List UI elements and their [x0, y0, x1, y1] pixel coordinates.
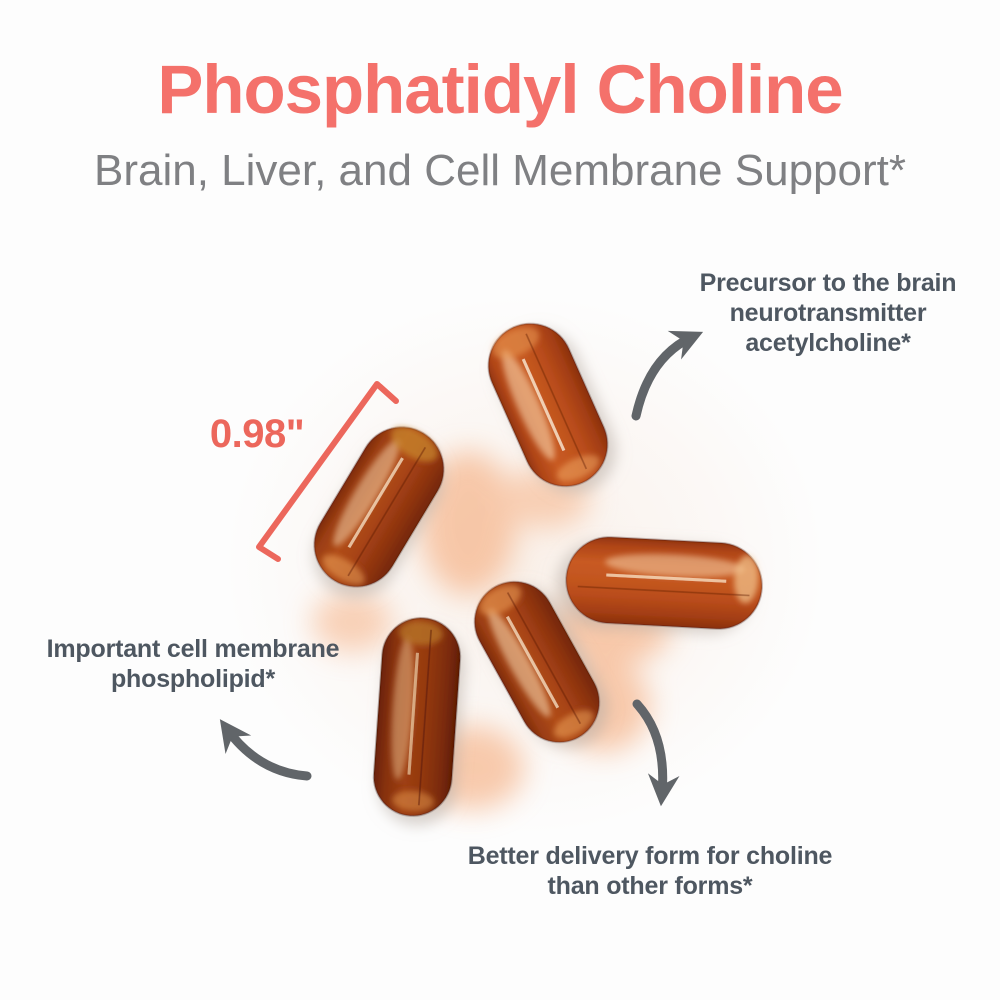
callout-arrow-delivery [632, 699, 680, 807]
callout-delivery-line: Better delivery form for choline [467, 842, 833, 870]
capsule [372, 617, 462, 817]
capsule [473, 580, 601, 744]
capsule-glows [312, 451, 670, 810]
callout-arrow-precursor [631, 330, 704, 421]
page-subtitle: Brain, Liver, and Cell Membrane Support* [94, 146, 906, 195]
capsule [313, 426, 445, 588]
measurement-label: 0.98" [209, 412, 305, 456]
page-title: Phosphatidyl Choline [157, 51, 843, 128]
callout-precursor-line: acetylcholine* [745, 329, 911, 357]
capsule [487, 322, 609, 488]
callout-arrow-membrane [219, 719, 312, 781]
callout-delivery: Better delivery form for choline than ot… [468, 841, 833, 901]
callout-precursor-line: Precursor to the brain [699, 269, 957, 297]
callout-membrane-line: Important cell membrane [46, 635, 340, 663]
callout-delivery-line: than other forms* [547, 872, 753, 900]
capsule [565, 536, 763, 630]
callout-membrane: Important cell membrane phospholipid* [47, 634, 340, 694]
backdrop-glow [225, 295, 825, 835]
callout-membrane-line: phospholipid* [110, 665, 276, 693]
measurement-bracket [256, 381, 399, 562]
callout-precursor: Precursor to the brain neurotransmitter … [700, 268, 957, 358]
callout-precursor-line: neurotransmitter [729, 299, 927, 327]
